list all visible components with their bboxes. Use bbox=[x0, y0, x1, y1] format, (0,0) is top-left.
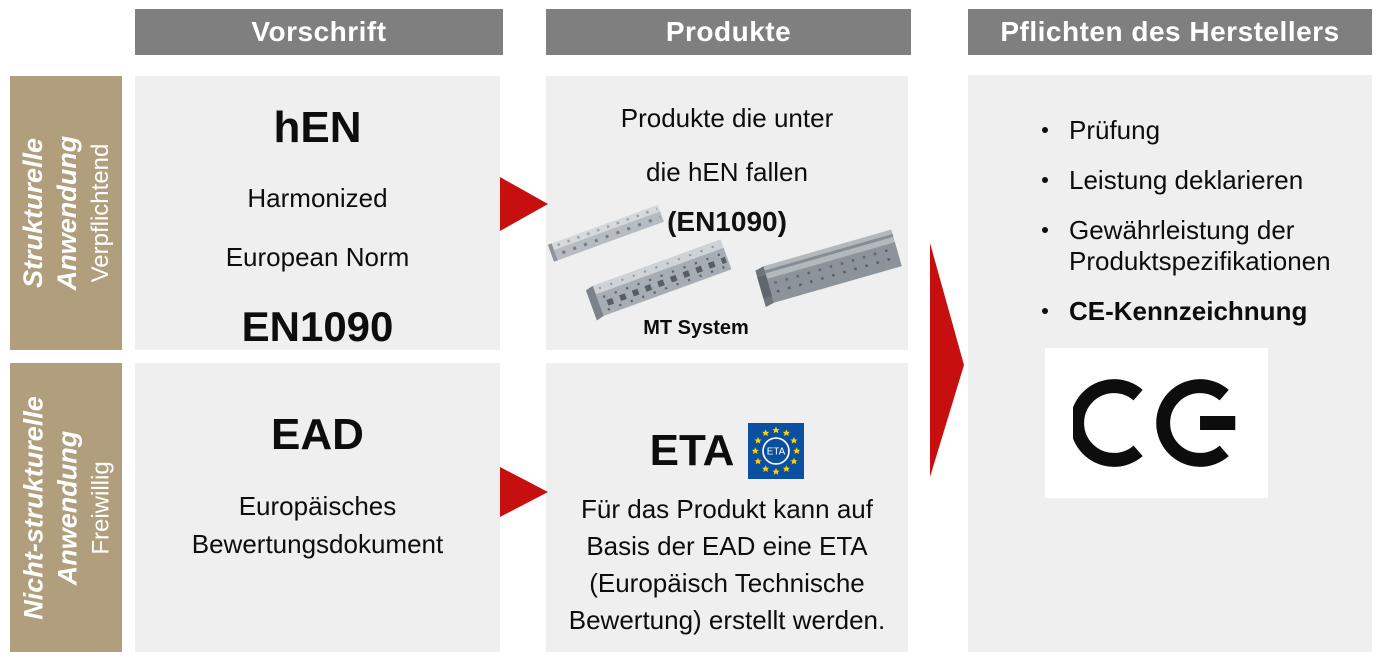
box-produkte-hen: Produkte die unter die hEN fallen (EN109… bbox=[546, 76, 908, 350]
produkte-text-line2: die hEN fallen bbox=[646, 157, 808, 187]
eta-body-text: Für das Produkt kann auf Basis der EAD e… bbox=[568, 494, 886, 635]
header-vorschrift: Vorschrift bbox=[135, 9, 503, 55]
header-produkte: Produkte bbox=[546, 9, 911, 55]
produkte-code-en1090: (EN1090) bbox=[667, 206, 787, 237]
mt-profile-large-beam-image bbox=[755, 229, 902, 308]
arrow-ead-to-eta-icon bbox=[500, 467, 548, 517]
header-pflichten-des-herstellers: Pflichten des Herstellers bbox=[968, 9, 1372, 55]
rotated-label: Strukturelle Anwendung Verpflichtend bbox=[16, 76, 116, 350]
eta-title-row: ETA ETA bbox=[650, 423, 805, 479]
row-label-sub-text: Freiwillig bbox=[87, 460, 114, 555]
produkte-text-line1: Produkte die unter bbox=[620, 103, 834, 133]
row-label-main-text: Strukturelle Anwendung bbox=[18, 135, 82, 291]
hen-title: hEN bbox=[273, 103, 362, 152]
ead-subtitle: Europäisches Bewertungsdokument bbox=[191, 491, 444, 560]
bullet-dot-icon bbox=[1042, 127, 1048, 133]
row-label-sub-text: Verpflichtend bbox=[87, 143, 114, 283]
hen-code-en1090: EN1090 bbox=[241, 303, 394, 351]
obligations-list: Prüfung Leistung deklarieren Gewährleist… bbox=[968, 75, 1372, 327]
mt-profile-perforated-beam-image bbox=[585, 239, 732, 321]
list-item-leistung-deklarieren: Leistung deklarieren bbox=[1042, 165, 1354, 196]
bullet-dot-icon bbox=[1042, 308, 1048, 314]
ce-mark-box bbox=[1045, 348, 1268, 498]
list-item-pruefung: Prüfung bbox=[1042, 115, 1354, 146]
bullet-dot-icon bbox=[1042, 227, 1048, 233]
list-item-gewaehrleistung: Gewährleistung der Produktspezifikatione… bbox=[1042, 215, 1354, 277]
eu-eta-logo-text: ETA bbox=[767, 447, 786, 458]
mt-profile-rail-image bbox=[547, 204, 664, 262]
hen-subtitle-line1: Harmonized bbox=[247, 183, 388, 214]
box-hen-norm: hEN Harmonized European Norm EN1090 bbox=[135, 76, 500, 350]
arrow-hen-to-produkte-icon bbox=[500, 177, 548, 231]
bullet-dot-icon bbox=[1042, 177, 1048, 183]
eta-title: ETA bbox=[649, 425, 735, 475]
box-ead-document: EAD Europäisches Bewertungsdokument bbox=[135, 363, 500, 652]
panel-pflichten-des-herstellers: Prüfung Leistung deklarieren Gewährleist… bbox=[968, 75, 1372, 652]
eu-eta-flag-icon: ETA bbox=[748, 423, 805, 479]
rotated-label: Nicht-strukturelle Anwendung Freiwillig bbox=[16, 363, 116, 652]
ce-mark-icon bbox=[1072, 379, 1235, 467]
ead-title: EAD bbox=[271, 410, 364, 459]
row-label-nicht-strukturelle-anwendung: Nicht-strukturelle Anwendung Freiwillig bbox=[10, 363, 122, 652]
list-item-ce-kennzeichnung: CE-Kennzeichnung bbox=[1042, 296, 1354, 327]
hen-subtitle-line2: European Norm bbox=[225, 242, 410, 273]
box-eta-assessment: ETA ETA bbox=[546, 363, 908, 652]
row-label-main-text: Nicht-strukturelle Anwendung bbox=[18, 395, 82, 620]
arrow-produkte-to-pflichten-icon bbox=[930, 243, 964, 477]
mt-system-profiles-image bbox=[547, 204, 902, 321]
row-label-strukturelle-anwendung: Strukturelle Anwendung Verpflichtend bbox=[10, 76, 122, 350]
mt-system-caption: MT System bbox=[643, 317, 749, 339]
